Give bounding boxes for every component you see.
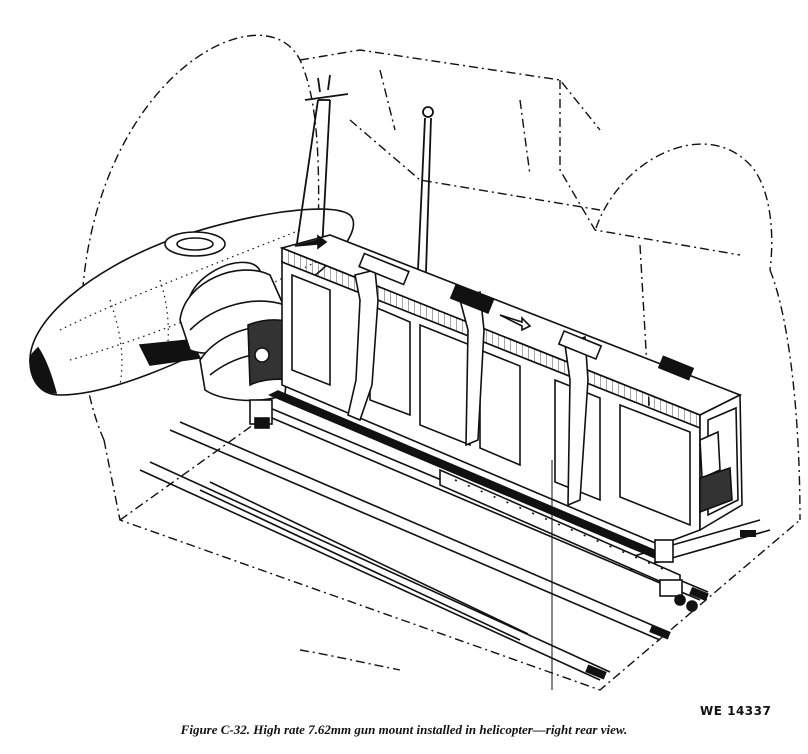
figure-reference-number: WE 14337: [700, 704, 772, 718]
mount-rail: [249, 390, 698, 612]
support-struts: [295, 74, 434, 273]
rail-ends: [585, 530, 756, 680]
figure-caption: Figure C-32. High rate 7.62mm gun mount …: [180, 722, 628, 737]
gun-breech: [179, 261, 293, 402]
rivet-lines: [59, 229, 321, 386]
ammo-box: [279, 234, 743, 546]
